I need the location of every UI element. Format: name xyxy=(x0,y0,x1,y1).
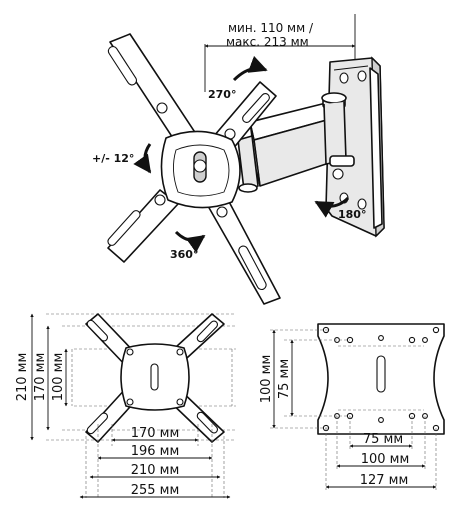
extension-dimension: мин. 110 мм / макс. 213 мм xyxy=(204,14,356,92)
extension-arm xyxy=(237,92,355,193)
bracket-width-170: 170 мм xyxy=(131,426,180,441)
tv-bracket-head xyxy=(107,33,281,305)
bracket-width-210: 210 мм xyxy=(131,463,180,478)
extension-min-label: мин. 110 мм / xyxy=(228,21,314,35)
bracket-height-100: 100 мм xyxy=(51,353,66,402)
plate-width-75: 75 мм xyxy=(363,432,403,447)
plate-height-75: 75 мм xyxy=(277,359,292,399)
plate-width-dims: 75 мм 100 мм 127 мм xyxy=(325,416,437,490)
extension-max-label: макс. 213 мм xyxy=(226,35,309,49)
rotate-arrow-360: 360° xyxy=(170,230,206,261)
bracket-width-dims: 170 мм 196 мм 210 мм 255 мм xyxy=(79,424,231,499)
bracket-height-210: 210 мм xyxy=(15,353,30,402)
wall-plate-front-view: 100 мм 75 мм 75 мм 100 мм 127 мм xyxy=(259,323,445,490)
pan-label: 180° xyxy=(338,208,366,221)
bracket-height-170: 170 мм xyxy=(33,353,48,402)
swivel-arrow-270: 270° xyxy=(208,55,268,101)
tilt-label: +/- 12° xyxy=(92,152,134,165)
bracket-width-255: 255 мм xyxy=(131,483,180,498)
bracket-front-view: 210 мм 170 мм 100 мм 170 мм 196 мм 210 м… xyxy=(15,313,236,499)
rotate-label: 360° xyxy=(170,248,198,261)
pan-arrow-180: 180° xyxy=(314,196,366,221)
bracket-width-196: 196 мм xyxy=(131,444,180,459)
plate-height-dims: 100 мм 75 мм xyxy=(259,329,350,429)
bracket-height-dims: 210 мм 170 мм 100 мм xyxy=(15,313,68,441)
bracket-illustration: мин. 110 мм / макс. 213 мм xyxy=(92,14,385,305)
tilt-arrow-12: +/- 12° xyxy=(92,143,152,174)
swivel-label: 270° xyxy=(208,88,236,101)
plate-width-100: 100 мм xyxy=(361,452,410,467)
plate-width-127: 127 мм xyxy=(360,473,409,488)
plate-height-100: 100 мм xyxy=(259,355,274,404)
